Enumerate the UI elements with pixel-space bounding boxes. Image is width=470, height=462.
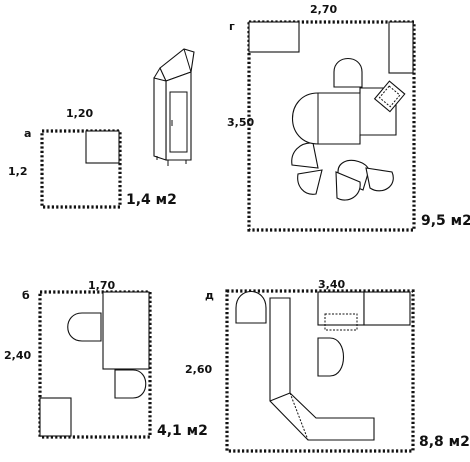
- plan-d-chair: [317, 337, 344, 377]
- plan-b-area-label: 4,1 м2: [157, 423, 208, 439]
- plan-g-chair: [333, 57, 363, 88]
- plan-b-chair: [114, 369, 147, 399]
- workstation-cabinet-illustration: [153, 48, 195, 166]
- plan-b-width-label: 1,70: [88, 279, 115, 292]
- plan-g-height-label: 3,50: [227, 116, 254, 129]
- plan-d-computer: [324, 313, 358, 331]
- plan-g-chair: [291, 142, 319, 169]
- plan-a-width-label: 1,20: [66, 107, 93, 120]
- plan-a-area-label: 1,4 м2: [126, 192, 177, 208]
- plan-g-cabinet: [248, 21, 300, 53]
- plan-g-chair: [297, 169, 323, 195]
- plan-g-room-outline: [247, 20, 416, 232]
- plan-d-width-label: 3,40: [318, 278, 345, 291]
- plan-d-height-label: 2,60: [185, 363, 212, 376]
- plan-g-letter: г: [229, 20, 235, 33]
- plan-b-cabinet: [39, 397, 72, 437]
- plan-b-letter: б: [22, 289, 30, 302]
- plan-a: а 1,20 1,2 1,4 м2: [8, 107, 177, 209]
- plan-a-desk: [85, 130, 120, 164]
- plan-d-desk: [363, 291, 411, 326]
- plan-d-letter: д: [205, 289, 214, 302]
- plan-g-shelf: [388, 21, 414, 74]
- plan-a-height-label: 1,2: [8, 165, 28, 178]
- plan-d-area-label: 8,8 м2: [419, 434, 470, 450]
- plan-b-room-outline: [38, 290, 152, 439]
- plan-b: б 1,70 2,40 4,1 м2: [4, 279, 208, 439]
- plan-g-width-label: 2,70: [310, 3, 337, 16]
- plan-g: г 2,70 3,50 9,5 м2: [227, 3, 470, 232]
- plan-a-room-outline: [40, 129, 122, 209]
- plan-b-desk: [102, 291, 150, 370]
- plan-b-height-label: 2,40: [4, 349, 31, 362]
- plan-d-l-desk: [269, 297, 375, 441]
- plan-g-area-label: 9,5 м2: [421, 213, 470, 229]
- plan-g-computer: [373, 80, 406, 113]
- plan-d-room-outline: [225, 289, 415, 453]
- plan-g-chair: [365, 167, 394, 192]
- plan-d-desk: [317, 291, 365, 326]
- plan-g-chair: [335, 171, 361, 201]
- plan-d-chair: [235, 291, 267, 324]
- plan-d: д 3,40 2,60 8,8 м2: [185, 278, 470, 453]
- plan-b-chair: [67, 312, 102, 342]
- plan-a-letter: а: [24, 127, 31, 140]
